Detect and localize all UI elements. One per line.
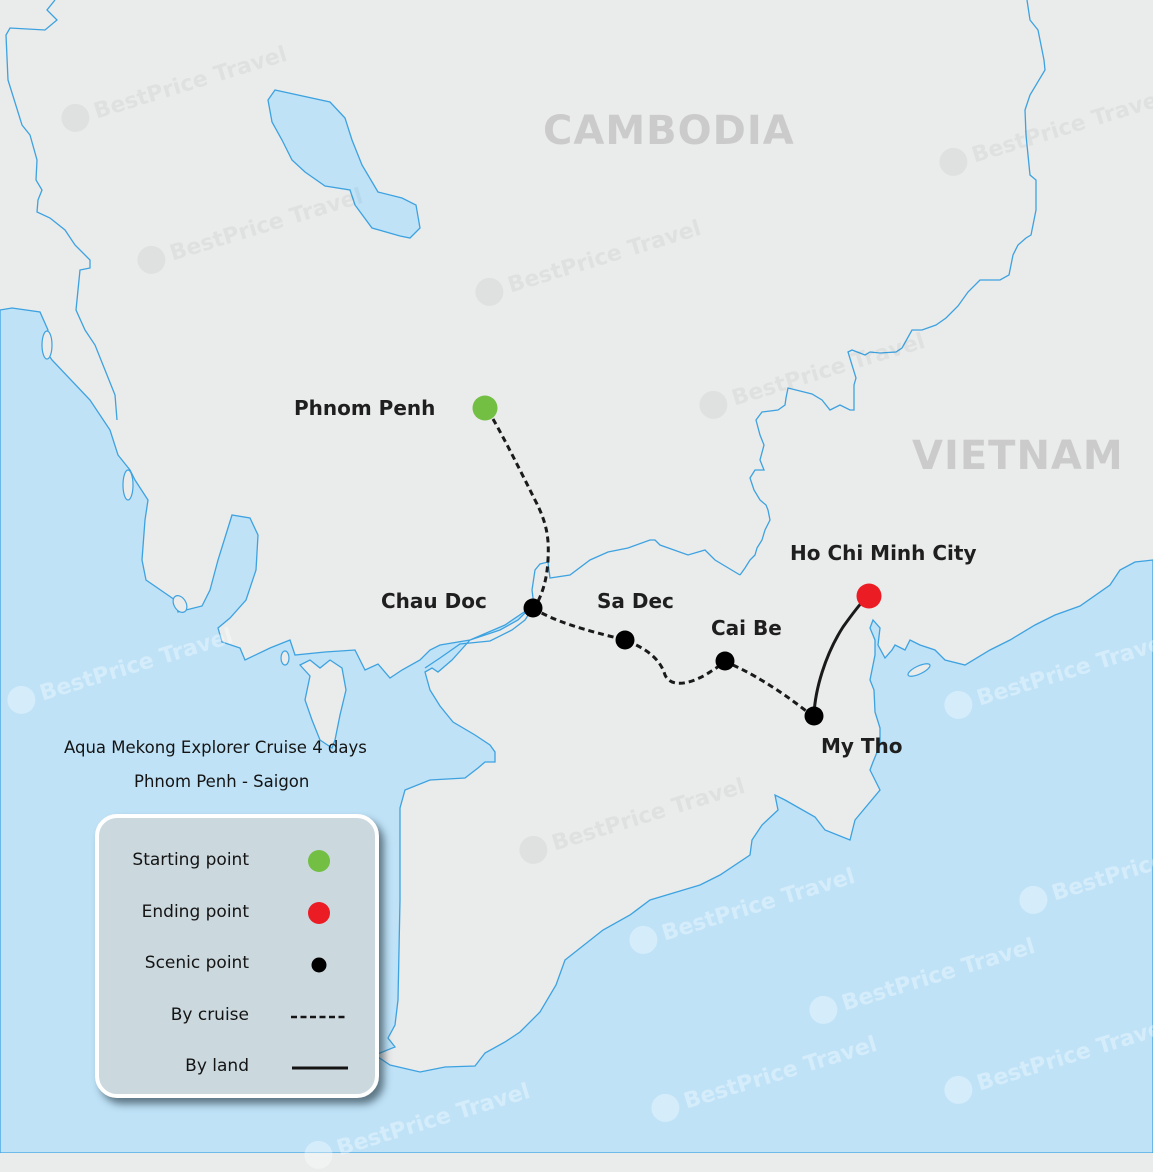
scenic-marker-chau-doc[interactable] bbox=[523, 598, 543, 618]
map-title: Aqua Mekong Explorer Cruise 4 days bbox=[64, 738, 367, 757]
city-label-sa-dec: Sa Dec bbox=[597, 589, 674, 613]
scenic-marker-my-tho[interactable] bbox=[804, 706, 824, 726]
route-land bbox=[812, 597, 867, 716]
island bbox=[907, 663, 931, 677]
end-marker[interactable] bbox=[856, 583, 882, 609]
island bbox=[41, 330, 53, 360]
city-label-my-tho: My Tho bbox=[821, 734, 903, 758]
solid-line-icon bbox=[292, 1066, 348, 1070]
map-subtitle: Phnom Penh - Saigon bbox=[134, 772, 310, 791]
scenic-marker-sa-dec[interactable] bbox=[615, 630, 635, 650]
dashed-line-icon bbox=[291, 1015, 347, 1019]
green-dot-icon bbox=[308, 850, 330, 872]
city-label-phnom-penh: Phnom Penh bbox=[294, 396, 436, 420]
red-dot-icon bbox=[308, 902, 330, 924]
legend: Starting point Ending point Scenic point… bbox=[95, 814, 379, 1098]
route-cruise bbox=[491, 418, 811, 716]
island bbox=[172, 595, 188, 613]
border-east bbox=[739, 0, 1046, 576]
city-label-ho-chi-minh-city: Ho Chi Minh City bbox=[790, 541, 977, 565]
legend-item-by-cruise: By cruise bbox=[99, 1001, 375, 1031]
city-label-chau-doc: Chau Doc bbox=[381, 589, 487, 613]
island bbox=[280, 650, 290, 666]
scenic-marker-cai-be[interactable] bbox=[715, 651, 735, 671]
city-label-cai-be: Cai Be bbox=[711, 616, 782, 640]
start-marker[interactable] bbox=[472, 395, 498, 421]
island bbox=[122, 469, 134, 501]
legend-item-ending-point: Ending point bbox=[99, 898, 375, 928]
phu-quoc-island bbox=[298, 659, 347, 749]
legend-item-by-land: By land bbox=[99, 1052, 375, 1082]
black-dot-icon bbox=[311, 957, 327, 973]
river-border-mekong bbox=[424, 539, 741, 669]
legend-item-scenic-point: Scenic point bbox=[99, 949, 375, 979]
legend-item-starting-point: Starting point bbox=[99, 846, 375, 876]
country-label-vietnam: VIETNAM bbox=[912, 433, 1124, 479]
tonle-sap-lake bbox=[267, 89, 421, 239]
border-west bbox=[5, 0, 118, 421]
country-label-cambodia: CAMBODIA bbox=[543, 108, 795, 154]
